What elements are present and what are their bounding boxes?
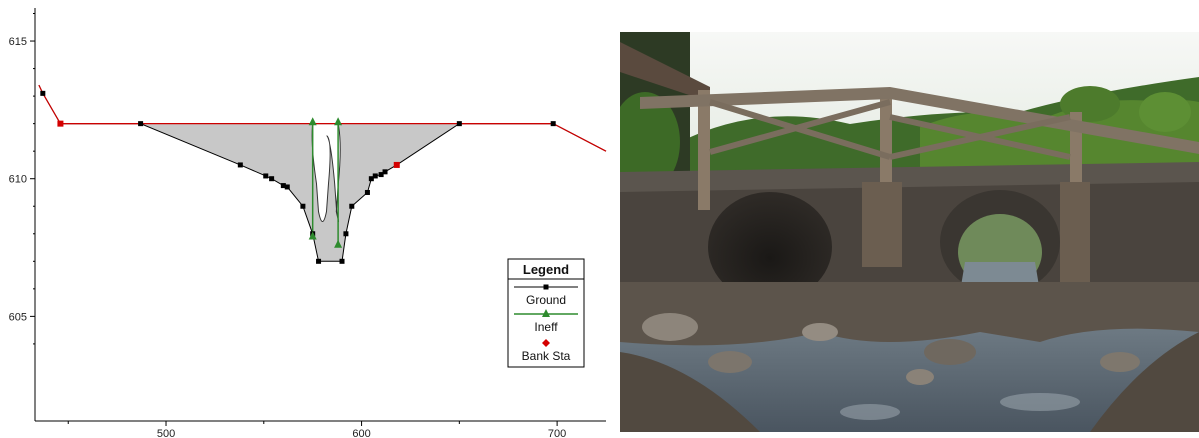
bank-station-point <box>393 161 400 168</box>
ground-point <box>382 169 388 175</box>
rock <box>802 323 838 341</box>
ground-overbank-segment <box>42 93 61 124</box>
rock <box>642 313 698 341</box>
ineff-point <box>308 231 317 240</box>
tree-canopy <box>920 100 1199 172</box>
ground-point <box>364 189 370 195</box>
right-rocks <box>1090 332 1199 432</box>
post <box>698 90 710 210</box>
series-markers-layer <box>40 90 556 264</box>
ground-point <box>269 176 275 182</box>
ground-overbank-segment <box>552 123 607 152</box>
deck-edge <box>620 162 1199 192</box>
photo-illustration <box>620 32 1199 432</box>
ground-point <box>237 162 243 168</box>
ground-point <box>40 90 46 96</box>
rock <box>1100 352 1140 372</box>
ground-point <box>280 183 286 189</box>
y-tick-label: 615 <box>9 36 27 48</box>
ground-point <box>263 173 269 179</box>
ground-point <box>284 184 290 190</box>
left-culvert <box>708 192 832 302</box>
chart-svg: 605 610 615 500 600 700 LegendGroundIneffBank… <box>9 8 607 438</box>
roof <box>620 42 710 102</box>
legend-bank-marker <box>542 339 550 347</box>
x-tick-label: 700 <box>548 428 566 438</box>
rock <box>906 369 934 385</box>
ground-point <box>138 121 144 127</box>
tree <box>1139 92 1191 132</box>
bush <box>620 92 680 192</box>
ground-point <box>343 231 349 237</box>
cross-braces <box>709 99 1071 160</box>
ground-point <box>316 258 322 264</box>
ground-point <box>339 258 345 264</box>
ground-point <box>456 121 462 127</box>
ineff-point <box>334 239 343 248</box>
legend-title: Legend <box>523 262 569 277</box>
x-tick-label: 500 <box>157 428 175 438</box>
legend-ineff-marker <box>542 309 550 317</box>
flow-area-layer <box>140 123 460 262</box>
bank-station-point <box>57 120 64 127</box>
ground-point <box>300 203 306 209</box>
top-rail <box>640 87 1199 154</box>
rock-bank <box>620 282 1199 346</box>
legend-ground-marker <box>543 284 549 290</box>
legend-bank-label: Bank Sta <box>522 349 571 363</box>
water-glint <box>840 404 900 420</box>
culvert-bridge-photo <box>620 32 1199 432</box>
ineff-point <box>308 117 317 126</box>
axes-layer: 605 610 615 500 600 700 <box>9 8 606 438</box>
rock <box>708 351 752 373</box>
legend-ground-label: Ground <box>526 293 566 307</box>
ground-point <box>372 173 378 179</box>
ground-point <box>550 121 556 127</box>
rock <box>924 339 976 365</box>
x-tick-label: 600 <box>352 428 370 438</box>
water-glint <box>1000 393 1080 411</box>
legend-ineff-label: Ineff <box>534 320 558 334</box>
left-rocks <box>620 352 760 432</box>
ground-point <box>349 203 355 209</box>
y-tick-label: 605 <box>9 311 27 323</box>
ground-point <box>368 176 374 182</box>
y-tick-label: 610 <box>9 174 27 186</box>
ineff-point <box>334 117 343 126</box>
ground-point <box>378 172 384 178</box>
right-pier <box>1060 182 1090 282</box>
flow-area <box>140 123 460 262</box>
center-pier <box>862 182 902 267</box>
